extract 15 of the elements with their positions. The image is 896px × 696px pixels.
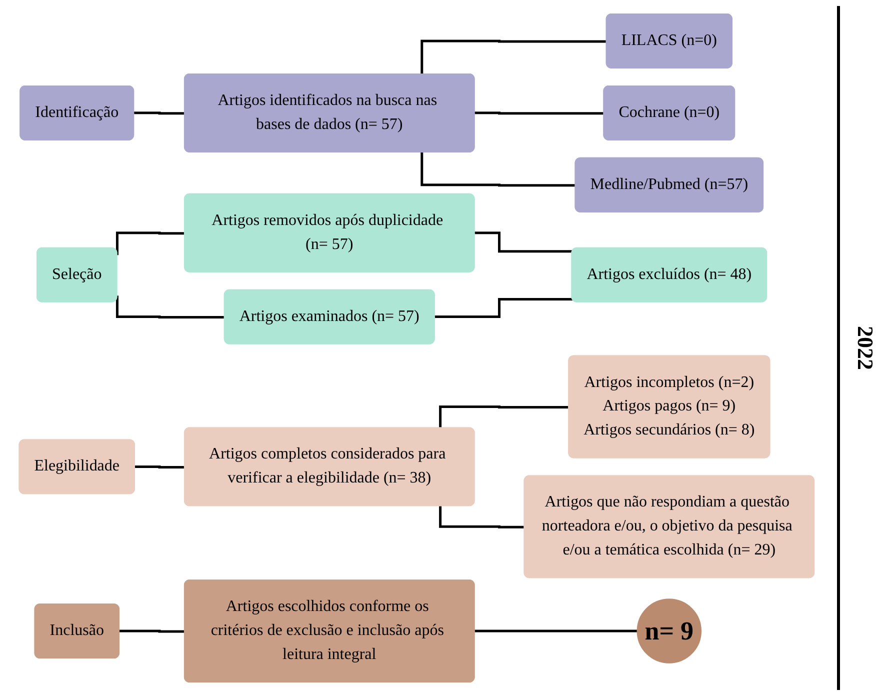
connector	[433, 298, 572, 318]
connector	[438, 406, 569, 428]
connector	[473, 630, 638, 633]
connector	[132, 112, 185, 115]
connector	[473, 112, 604, 115]
connector	[116, 296, 225, 319]
connector	[116, 232, 185, 256]
connector	[134, 465, 185, 468]
connector	[118, 630, 185, 633]
node-circle: n= 9	[636, 598, 702, 664]
year-label: 2022	[852, 326, 878, 370]
connector	[473, 232, 572, 253]
connector	[420, 152, 576, 187]
connector	[420, 40, 607, 74]
connector	[438, 506, 525, 528]
